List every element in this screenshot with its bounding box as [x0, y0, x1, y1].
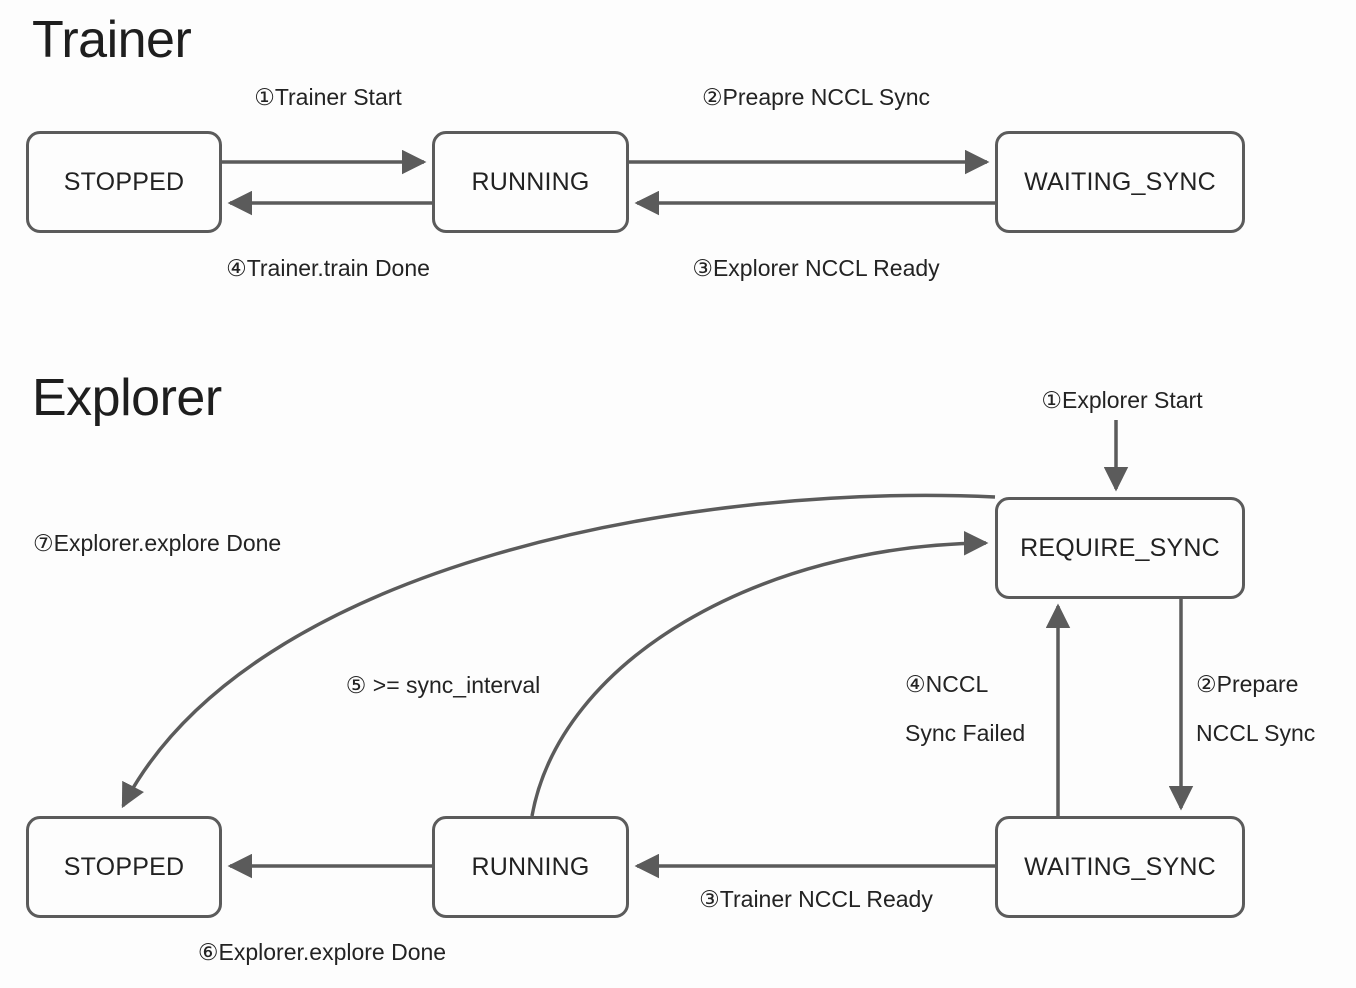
edge-explorer-sync-interval	[530, 530, 989, 817]
edge-label-prepare: ②Prepare	[1196, 671, 1299, 697]
trainer-state-stopped[interactable]: STOPPED	[26, 131, 222, 233]
trainer-state-waiting-sync[interactable]: WAITING_SYNC	[995, 131, 1245, 233]
explorer-state-running[interactable]: RUNNING	[432, 816, 629, 918]
edge-label-prepare-nccl-sync: ②Preapre NCCL Sync	[701, 84, 931, 110]
edge-label-explore-done-running: ⑥Explorer.explore Done	[197, 939, 447, 965]
edge-explorer-explore-done-require	[121, 493, 996, 809]
section-title-trainer: Trainer	[32, 11, 192, 69]
edge-label-explore-done-require: ⑦Explorer.explore Done	[33, 530, 282, 556]
edge-label-sync-failed: Sync Failed	[905, 720, 1026, 746]
explorer-state-waiting-sync[interactable]: WAITING_SYNC	[995, 816, 1245, 918]
edge-label-trainer-start: ①Trainer Start	[254, 84, 402, 110]
edge-label-trainer-nccl-ready: ③Trainer NCCL Ready	[699, 886, 933, 912]
edge-label-prepare-nccl-sync: NCCL Sync	[1196, 720, 1316, 746]
edge-label-sync-interval: ⑤ >= sync_interval	[345, 672, 541, 698]
edge-label-explorer-nccl-ready: ③Explorer NCCL Ready	[692, 255, 940, 281]
trainer-state-running[interactable]: RUNNING	[432, 131, 629, 233]
explorer-state-stopped[interactable]: STOPPED	[26, 816, 222, 918]
edge-label-nccl: ④NCCL	[905, 671, 989, 697]
section-title-explorer: Explorer	[32, 369, 222, 427]
state-label: STOPPED	[63, 852, 185, 881]
state-label: WAITING_SYNC	[1024, 167, 1216, 196]
edge-label-explorer-start: ①Explorer Start	[1041, 387, 1203, 413]
state-label: RUNNING	[471, 852, 590, 881]
edge-label-trainer-train-done: ④Trainer.train Done	[226, 255, 430, 281]
explorer-state-require-sync[interactable]: REQUIRE_SYNC	[995, 497, 1245, 599]
state-label: STOPPED	[63, 167, 185, 196]
state-label: REQUIRE_SYNC	[1020, 533, 1220, 562]
state-label: WAITING_SYNC	[1024, 852, 1216, 881]
state-label: RUNNING	[471, 167, 590, 196]
